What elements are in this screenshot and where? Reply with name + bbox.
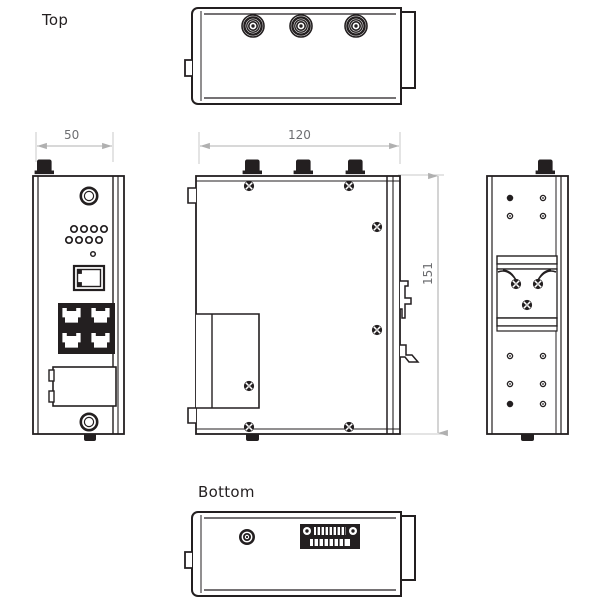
circular-connector — [79, 186, 99, 206]
antenna-stub — [345, 159, 365, 175]
rj45-port — [88, 330, 114, 352]
sim-cover-panel — [196, 313, 260, 409]
rj45-port — [59, 330, 85, 352]
cross-screw — [521, 299, 533, 311]
cross-screw — [343, 421, 355, 433]
cross-screw — [510, 278, 522, 290]
cross-screw — [243, 180, 255, 192]
sim-cover-panel — [48, 366, 117, 407]
rj45-port — [59, 305, 85, 327]
mounting-hole — [539, 400, 547, 408]
mounting-hole — [506, 212, 514, 220]
cross-screw — [343, 180, 355, 192]
mounting-hole — [506, 380, 514, 388]
cross-screw — [532, 278, 544, 290]
sma-antenna-connector — [343, 13, 369, 39]
bottom-view — [184, 511, 416, 597]
left-side-view — [32, 159, 125, 441]
small-led-indicator — [89, 250, 97, 258]
din-rail-bracket — [496, 255, 558, 332]
cross-screw — [243, 380, 255, 392]
rear-view — [486, 159, 569, 441]
circular-connector — [239, 529, 255, 545]
mounting-hole — [539, 352, 547, 360]
dimension-120 — [198, 132, 401, 164]
antenna-stub — [242, 159, 262, 175]
mounting-tab — [187, 187, 196, 204]
side-flange — [400, 11, 416, 89]
mounting-tab — [187, 407, 196, 424]
cross-screw — [243, 421, 255, 433]
antenna-stub — [535, 159, 555, 175]
bottom-connector-stub — [84, 434, 96, 441]
top-view — [184, 7, 416, 105]
rj45-port-block — [58, 303, 115, 354]
mounting-hole — [506, 194, 514, 202]
side-flange — [400, 515, 416, 581]
terminal-block-connector — [300, 524, 360, 549]
antenna-stub — [34, 159, 54, 175]
mounting-hole — [539, 194, 547, 202]
antenna-stub — [293, 159, 313, 175]
rj45-port — [88, 305, 114, 327]
cross-screw — [371, 221, 383, 233]
top-view-label: Top — [42, 11, 69, 29]
dimension-50-text: 50 — [64, 128, 80, 142]
sma-antenna-connector — [240, 13, 266, 39]
din-rail-clip-tab — [184, 551, 192, 569]
din-rail-clip-tab — [184, 59, 192, 77]
bottom-view-label: Bottom — [198, 483, 255, 501]
bottom-connector-stub — [521, 434, 534, 441]
cross-screw — [371, 324, 383, 336]
circular-connector — [79, 412, 99, 432]
mounting-hole — [506, 352, 514, 360]
bottom-connector-stub — [246, 434, 259, 441]
dimension-151 — [398, 172, 448, 437]
sma-antenna-connector — [288, 13, 314, 39]
din-rail-clip — [400, 280, 420, 363]
dimension-50 — [35, 132, 114, 162]
dimension-120-text: 120 — [288, 128, 311, 142]
front-view — [187, 159, 420, 441]
mounting-hole — [506, 400, 514, 408]
dimension-151-text: 151 — [421, 262, 435, 285]
mounting-hole — [539, 380, 547, 388]
mounting-hole — [539, 212, 547, 220]
